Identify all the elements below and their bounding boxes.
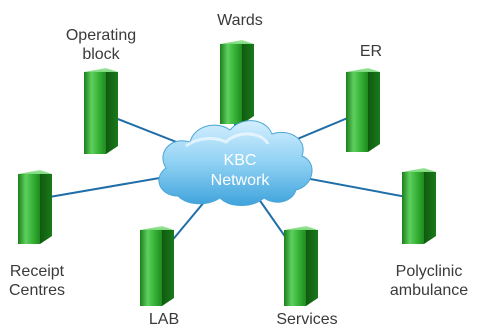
server-wards (220, 40, 254, 124)
node-label-receipt-centres-line1: Receipt (9, 263, 65, 280)
node-label-operating-block-line1: Operating (65, 27, 137, 44)
node-label-wards-line1: Wards (217, 12, 263, 29)
network-cloud: KBC Network (158, 120, 313, 206)
server-receipt-centres (18, 170, 52, 244)
node-label-services-line1: Services (276, 311, 338, 328)
node-label-lab-line1: LAB (148, 311, 180, 328)
node-label-er-line1: ER (359, 43, 383, 60)
node-label-er: ER (346, 42, 396, 61)
node-label-operating-block: Operating block (56, 26, 146, 64)
hub-label-line1: KBC (224, 152, 257, 169)
server-operating-block (84, 68, 118, 154)
hub-label-line2: Network (211, 172, 271, 189)
node-label-polyclinic-ambulance-line2: ambulance (389, 282, 469, 299)
server-er (346, 68, 380, 152)
node-label-polyclinic-ambulance-line1: Polyclinic (395, 263, 463, 280)
server-lab (140, 226, 174, 306)
node-label-services: Services (262, 310, 352, 329)
node-label-receipt-centres: Receipt Centres (2, 262, 72, 300)
server-polyclinic-ambulance (402, 168, 436, 244)
node-label-lab: LAB (134, 310, 194, 329)
node-label-polyclinic-ambulance: Polyclinic ambulance (382, 262, 476, 300)
node-label-wards: Wards (200, 11, 280, 30)
server-services (284, 226, 318, 306)
node-label-operating-block-line2: block (82, 46, 120, 63)
node-label-receipt-centres-line2: Centres (8, 282, 66, 299)
